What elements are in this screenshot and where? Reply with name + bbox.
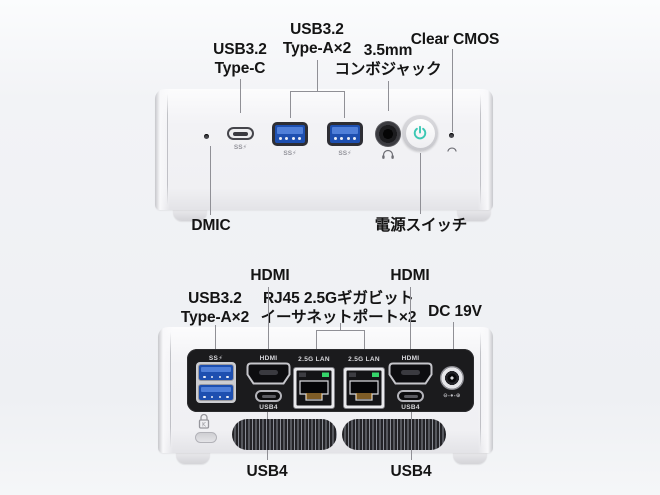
label-front-usb-c: USB3.2 Type-C <box>213 41 267 77</box>
leader-line-combo-jack <box>388 81 389 111</box>
label-usb4-right: USB4 <box>390 463 432 480</box>
power-button <box>402 115 438 151</box>
usb-ss-icon: SS⚡ <box>208 355 224 362</box>
lan-led-amber <box>299 372 306 377</box>
label-power-switch: 電源スイッチ <box>374 217 468 234</box>
front-foot-right <box>457 208 491 221</box>
leader-line-hdmi-left <box>268 287 269 350</box>
label-back-hdmi-left: HDMI <box>250 267 290 284</box>
dmic-pinhole <box>204 134 209 139</box>
usb4-port-1 <box>255 390 282 402</box>
lan-led-green <box>322 372 329 377</box>
leader-line-usb-a-bracket <box>290 91 345 92</box>
leader-line-lan-bracket <box>316 330 365 331</box>
kensington-slot <box>195 432 217 443</box>
chassis-edge-line <box>167 94 168 205</box>
audio-combo-jack <box>375 121 401 147</box>
power-icon <box>413 125 427 140</box>
chassis-edge-line <box>480 332 481 448</box>
leader-line-usb-c <box>240 79 241 113</box>
label-front-usb-a: USB3.2 Type-A×2 <box>282 21 352 57</box>
usb4-port-label: USB4 <box>401 404 420 411</box>
label-clear-cmos: Clear CMOS <box>410 31 500 48</box>
usb-ss-icon: SS⚡ <box>283 150 297 157</box>
back-foot-right <box>453 451 487 464</box>
front-foot-left <box>173 208 207 221</box>
usb-a-port-1 <box>272 122 308 146</box>
hdmi-port-label: HDMI <box>259 355 278 362</box>
lan-led-amber <box>349 372 356 377</box>
power-button-face <box>405 118 435 148</box>
hdmi-port-2 <box>388 362 433 385</box>
dc-polarity-icon: ⊖-●-⊕ <box>443 393 461 399</box>
label-back-usb-a: USB3.2 Type-A×2 <box>180 290 250 326</box>
leader-line-dmic <box>210 146 211 215</box>
lan-port-1 <box>293 367 335 409</box>
usb-a-tab <box>332 127 358 134</box>
leader-line-usb-a-stub <box>317 60 318 91</box>
usb-a-port-stack <box>196 362 236 403</box>
label-dc-19v: DC 19V <box>428 303 482 320</box>
label-combo-jack: 3.5mm コンボジャック <box>334 42 442 78</box>
leader-line-usb-a-2 <box>344 91 345 118</box>
lan-led-green <box>372 372 379 377</box>
leader-line-dc <box>453 322 454 350</box>
hdmi-port-1 <box>246 362 291 385</box>
usb-a-tab <box>277 127 303 134</box>
leader-line-usb-a-1 <box>290 91 291 118</box>
lan-port-2 <box>343 367 385 409</box>
kensington-lock-icon: K <box>198 413 210 429</box>
leader-line-clear-cmos <box>452 49 453 132</box>
hdmi-port-label: HDMI <box>401 355 420 362</box>
front-chassis <box>155 89 493 210</box>
back-foot-left <box>176 451 210 464</box>
lan-port-label: 2.5G LAN <box>298 356 330 363</box>
headset-icon <box>382 149 394 159</box>
leader-line-lan-stub <box>340 323 341 331</box>
leader-line-lan-2 <box>364 330 365 350</box>
usb-c-port <box>227 127 254 140</box>
label-dmic: DMIC <box>191 217 231 234</box>
usb-ss-icon: SS⚡ <box>233 144 248 151</box>
usb-ss-icon: SS⚡ <box>338 150 352 157</box>
chassis-edge-line <box>480 94 481 205</box>
label-usb4-left: USB4 <box>246 463 288 480</box>
headphone-arc-icon <box>447 147 457 152</box>
usb-a-pins <box>279 137 301 140</box>
usb4-port-2 <box>397 390 424 402</box>
label-lan: RJ45 2.5Gギガビット イーサネットポート×2 <box>260 290 417 326</box>
clear-cmos-pinhole <box>449 133 454 138</box>
rear-io-panel: SS⚡ HDMI USB4 2.5G LAN <box>187 349 474 412</box>
usb-a-port-2 <box>327 122 363 146</box>
usb-a-pins <box>334 137 356 140</box>
leader-line-hdmi-right <box>410 287 411 350</box>
vent-grille-right <box>342 419 446 450</box>
label-back-hdmi-right: HDMI <box>390 267 430 284</box>
leader-line-lan-1 <box>316 330 317 350</box>
usb-a-port-4 <box>198 384 234 401</box>
usb-a-port-3 <box>198 364 234 381</box>
dc-power-jack <box>440 366 464 390</box>
svg-text:K: K <box>202 421 207 428</box>
leader-line-back-usb-a <box>215 325 216 350</box>
vent-grille-left <box>232 419 337 450</box>
usb-c-slot <box>233 131 248 136</box>
lan-port-label: 2.5G LAN <box>348 356 380 363</box>
chassis-edge-line <box>170 332 171 448</box>
usb4-port-label: USB4 <box>259 404 278 411</box>
leader-line-power <box>420 153 421 214</box>
